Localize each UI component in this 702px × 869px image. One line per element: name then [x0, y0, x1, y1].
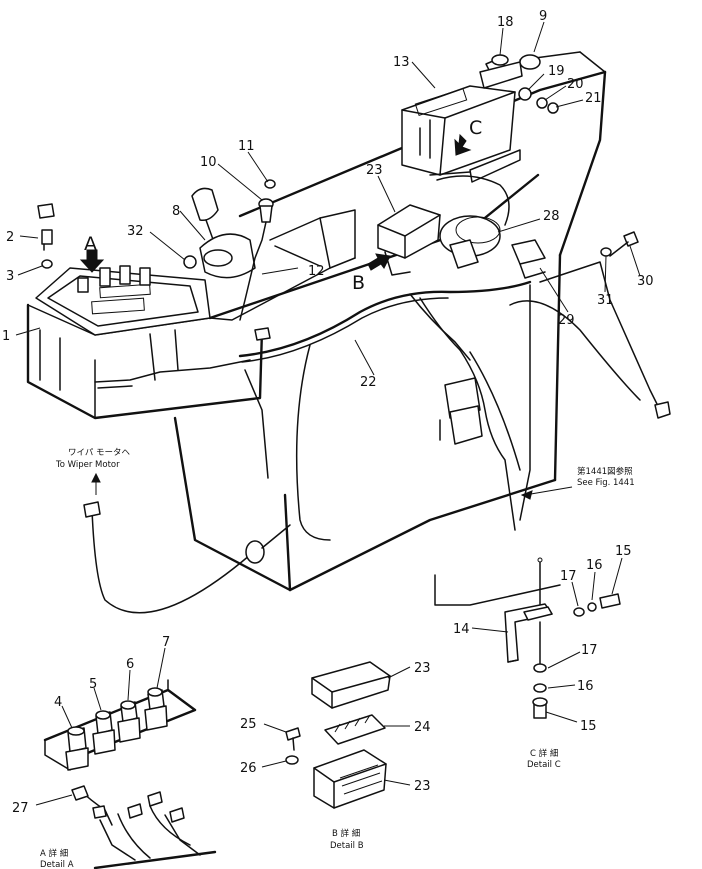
detail-a-switch-7 [144, 687, 168, 731]
callout-22: 22 [360, 375, 377, 390]
callout-23-base: 23 [414, 779, 431, 794]
callout-24: 24 [414, 720, 431, 735]
relay-box-13 [401, 85, 521, 183]
callout-18: 18 [497, 15, 514, 30]
lever-8 [191, 187, 256, 279]
grommet [245, 540, 265, 564]
callout-23-main: 23 [366, 163, 383, 178]
callout-2: 2 [6, 230, 14, 245]
wiper-note-en: To Wiper Motor [55, 460, 120, 470]
see-fig-jp: 第1441図参照 [577, 466, 633, 477]
detail-b-jp: B 詳 細 [332, 828, 360, 839]
arrow-a-icon [79, 249, 105, 273]
boot-cap [203, 249, 233, 267]
callout-23-cover: 23 [414, 661, 431, 676]
detail-a-jp: A 詳 細 [40, 848, 68, 859]
switch-panel [35, 265, 251, 391]
detail-a-leaders [35, 647, 166, 806]
callout-8: 8 [172, 204, 180, 219]
arrow-c-icon [454, 133, 472, 156]
callout-27: 27 [12, 801, 29, 816]
callout-5: 5 [89, 677, 97, 692]
view-letter-c: C [469, 117, 482, 139]
detail-a-switch-5 [92, 710, 116, 755]
panel-knobs [77, 265, 151, 293]
callout-11: 11 [238, 139, 255, 154]
callout-30: 30 [637, 274, 654, 289]
floor-block [434, 574, 561, 606]
callout-29: 29 [558, 313, 575, 328]
callout-32: 32 [127, 224, 144, 239]
view-letters: A B C [84, 117, 482, 294]
callout-16-top: 16 [586, 558, 603, 573]
view-letter-a: A [84, 233, 97, 255]
callout-13: 13 [393, 55, 410, 70]
part-32 [183, 255, 197, 269]
detail-a-drawing [43, 679, 217, 869]
arrow-b-icon [367, 253, 391, 271]
callout-17-top: 17 [560, 569, 577, 584]
callout-9: 9 [539, 9, 547, 24]
callout-7: 7 [162, 635, 170, 650]
detail-c-jp: C 詳 細 [530, 748, 558, 759]
connector-12 [254, 327, 271, 341]
bolt-2 [37, 203, 55, 251]
horn-28 [439, 215, 501, 269]
wiper-connector [83, 501, 101, 518]
washer-31 [600, 247, 612, 257]
nut-19-21 [518, 87, 559, 114]
callout-28: 28 [543, 209, 560, 224]
callout-3: 3 [6, 269, 14, 284]
detail-b-en: Detail B [330, 841, 364, 851]
callout-10: 10 [200, 155, 217, 170]
notes: ワイパ モータヘ To Wiper Motor 第1441図参照 See Fig… [40, 448, 635, 869]
bolt-30 [609, 231, 639, 257]
callout-16-bottom: 16 [577, 679, 594, 694]
callout-1: 1 [2, 329, 10, 344]
detail-a-switch-6 [117, 700, 141, 743]
callout-19: 19 [548, 64, 565, 79]
washer-3 [41, 259, 53, 269]
callout-6: 6 [126, 657, 134, 672]
fuse-box-23 [377, 204, 441, 276]
callout-15-bottom: 15 [580, 719, 597, 734]
callout-31: 31 [597, 293, 614, 308]
callout-26: 26 [240, 761, 257, 776]
wiper-note-jp: ワイパ モータヘ [68, 448, 131, 458]
view-letter-b: B [352, 272, 365, 294]
callout-20: 20 [567, 77, 584, 92]
detail-c-leaders [471, 557, 623, 723]
cap-9 [519, 54, 541, 70]
detail-c-en: Detail C [527, 760, 561, 770]
detail-a-en: Detail A [40, 860, 74, 869]
detail-c-drawing [504, 557, 621, 719]
callout-17-bottom: 17 [581, 643, 598, 658]
callout-15-top: 15 [615, 544, 632, 559]
terminal-18 [479, 54, 523, 89]
callout-labels: 1 2 3 8 32 10 11 12 13 18 9 19 20 21 23 … [2, 9, 654, 816]
console-body [26, 51, 607, 592]
detail-b-leaders [261, 666, 411, 786]
detail-b-drawing [285, 661, 391, 809]
detail-a-switch-4 [65, 726, 89, 771]
callout-21: 21 [585, 91, 602, 106]
callout-14: 14 [453, 622, 470, 637]
relay-29 [511, 239, 546, 279]
callout-25: 25 [240, 717, 257, 732]
callout-4: 4 [54, 695, 62, 710]
callout-12: 12 [308, 264, 325, 279]
see-fig-en: See Fig. 1441 [577, 478, 635, 488]
leader-lines [15, 21, 641, 376]
harness-22 [91, 175, 671, 614]
